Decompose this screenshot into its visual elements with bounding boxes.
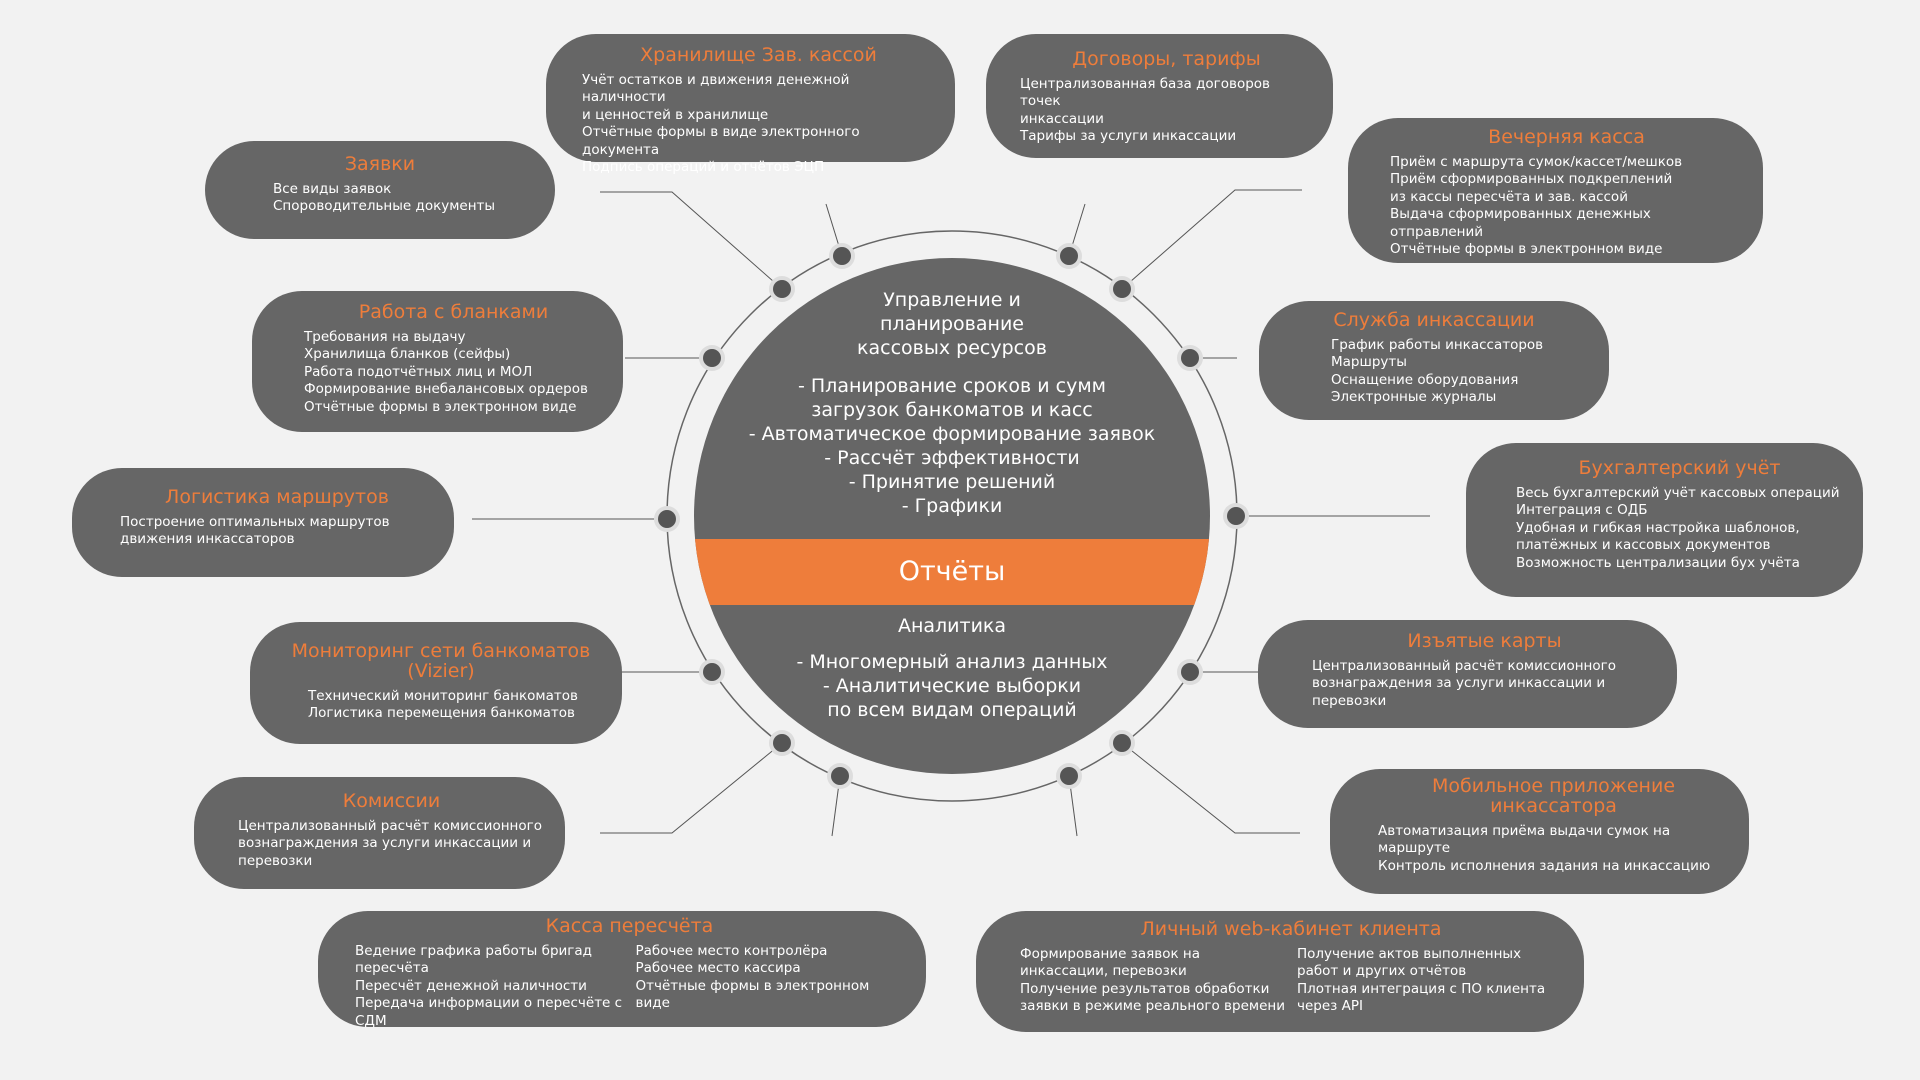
module-title: Мобильное приложение инкассатора [1431,775,1676,817]
connector-line [600,191,783,290]
module-route-logistics: Логистика маршрутов Построение оптимальн… [72,468,454,577]
analytics-section: Аналитика - Многомерный анализ данных - … [694,614,1210,722]
module-title: Заявки [344,153,416,175]
module-vault: Хранилище Зав. кассой Учёт остатков и дв… [546,34,955,175]
module-title: Личный web-кабинет клиента [1140,918,1442,940]
module-evening-cash: Вечерняя касса Приём с маршрута сумок/ка… [1348,118,1763,263]
module-requests: Заявки Все виды заявок Спороводительные … [205,141,555,239]
module-commissions: Комиссии Централизованный расчёт комисси… [194,777,565,889]
module-title: Логистика маршрутов [165,486,389,508]
module-title: Касса пересчёта [545,915,714,937]
module-title: Бухгалтерский учёт [1578,457,1781,479]
ring-nodes [654,243,1249,789]
management-title: Управление и планирование кассовых ресур… [857,289,1047,359]
central-circle: Управление и планирование кассовых ресур… [694,258,1210,774]
connector-line [1121,742,1300,834]
reports-band: Отчёты [694,539,1210,605]
analytics-list: - Многомерный анализ данных - Аналитичес… [796,651,1108,721]
module-contracts: Договоры, тарифы Централизованная база д… [986,34,1333,158]
module-blanks: Работа с бланками Требования на выдачу Х… [252,291,623,432]
module-title: Договоры, тарифы [1072,48,1261,70]
module-accounting: Бухгалтерский учёт Весь бухгалтерский уч… [1466,443,1863,597]
module-seized-cards: Изъятые карты Централизованный расчёт ко… [1258,620,1677,728]
module-title: Служба инкассации [1333,309,1535,331]
connector-line [1121,189,1302,290]
analytics-title: Аналитика [897,615,1007,637]
module-atm-monitoring: Мониторинг сети банкоматов (Vizier) Техн… [250,622,622,744]
module-mobile-app: Мобильное приложение инкассатора Автомат… [1330,769,1749,894]
module-title: Работа с бланками [358,301,549,323]
module-client-web-cabinet: Личный web-кабинет клиента Формирование … [976,911,1584,1032]
module-title: Комиссии [342,790,441,812]
management-list: - Планирование сроков и сумм загрузок ба… [748,375,1156,517]
module-collection-service: Служба инкассации График работы инкассат… [1259,301,1609,420]
module-title: Вечерняя касса [1488,126,1645,148]
module-title: Изъятые карты [1407,630,1562,652]
module-recount-cash: Касса пересчёта Ведение графика работы б… [318,911,926,1029]
module-title: Хранилище Зав. кассой [640,44,877,66]
management-section: Управление и планирование кассовых ресур… [694,288,1210,518]
connector-line [600,742,783,834]
module-title: Мониторинг сети банкоматов (Vizier) [291,640,591,682]
